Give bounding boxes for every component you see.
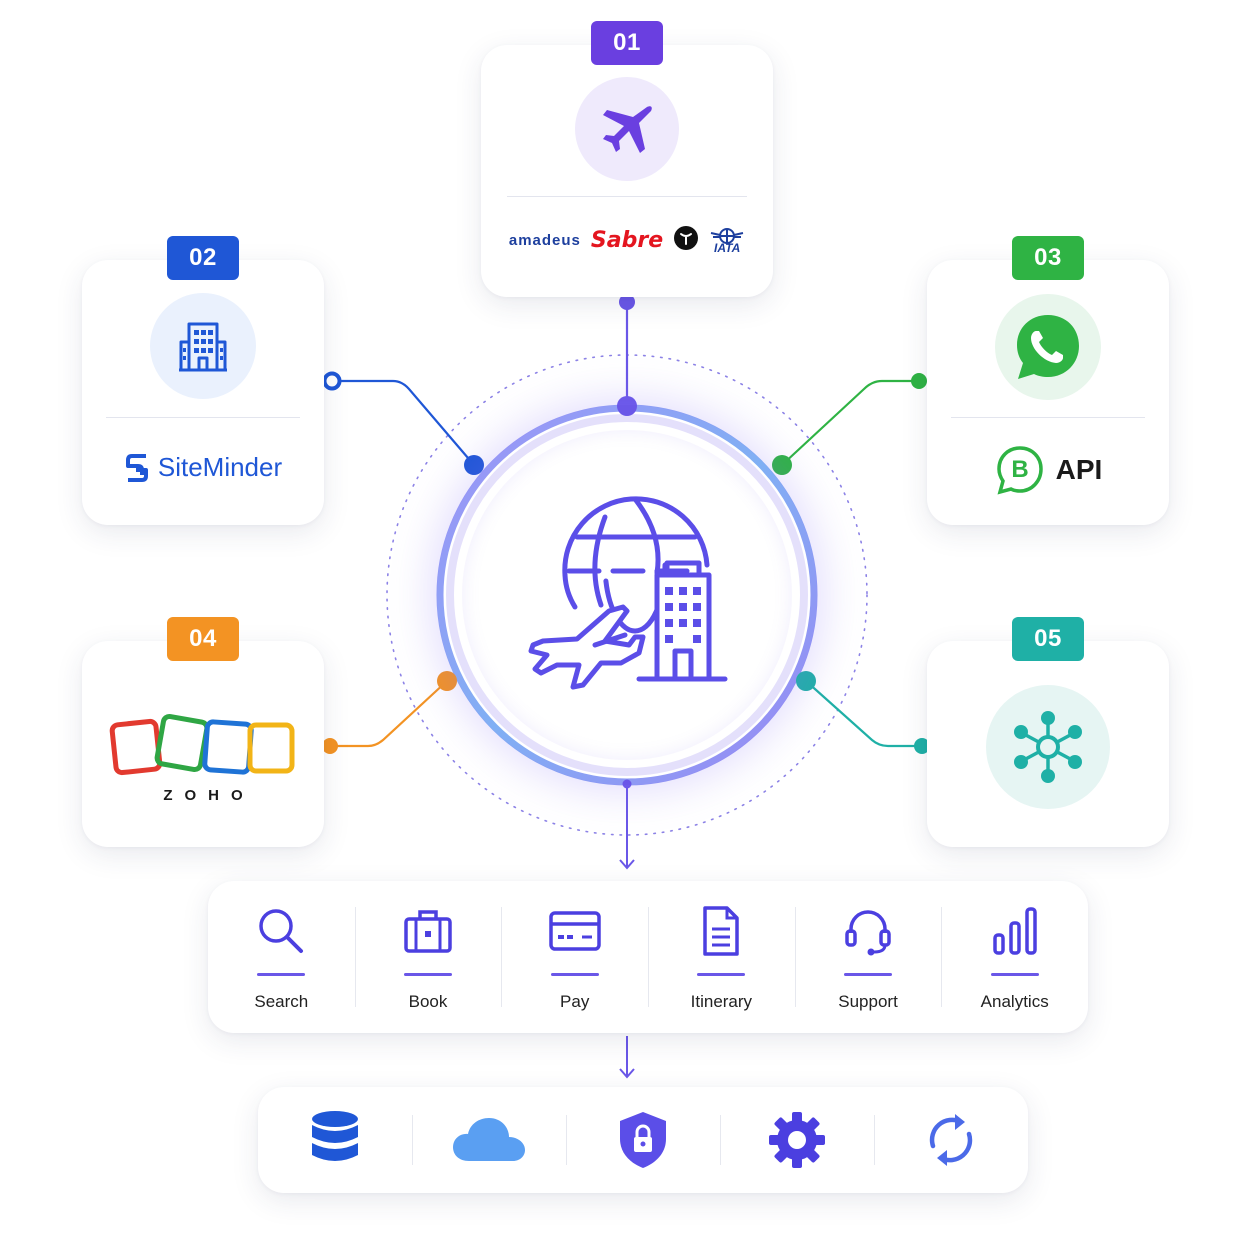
- integration-card-whatsapp: 03 B API: [927, 236, 1169, 525]
- database-icon: [312, 1111, 358, 1161]
- headset-icon: [842, 906, 894, 956]
- card-divider: [507, 196, 747, 197]
- integration-card-network: 05: [927, 617, 1169, 847]
- feature-label: Analytics: [980, 992, 1049, 1011]
- briefcase-icon: [402, 906, 454, 956]
- shield-lock-icon: [620, 1112, 666, 1168]
- infrastructure-bar: [258, 1087, 1028, 1193]
- gear-icon: [769, 1112, 825, 1168]
- siteminder-mark-icon: [125, 453, 148, 482]
- feature-label: Book: [408, 992, 448, 1011]
- arrow-hub-to-features: [619, 779, 635, 870]
- infra-sync: [874, 1087, 1028, 1193]
- feature-label: Pay: [560, 992, 590, 1011]
- card-number-badge: 02: [167, 236, 239, 280]
- connector-04: [322, 671, 457, 754]
- infra-database: [258, 1087, 412, 1193]
- feature-label: Support: [838, 992, 898, 1011]
- card-number-badge: 05: [1012, 617, 1084, 661]
- globe-plane-hotel-icon: [528, 496, 728, 690]
- feature-underline: [404, 973, 452, 976]
- connector-01: [617, 294, 637, 416]
- search-icon: [255, 906, 307, 956]
- iata-text: IATA: [714, 241, 741, 255]
- card-number-badge: 03: [1012, 236, 1084, 280]
- central-hub: [462, 430, 792, 760]
- infra-security: [566, 1087, 720, 1193]
- card-icon: [548, 906, 602, 956]
- airplane-icon: [575, 77, 679, 181]
- whatsapp-icon: [995, 294, 1101, 400]
- infra-cloud: [412, 1087, 566, 1193]
- connector-03: [772, 373, 927, 475]
- feature-search[interactable]: Search: [208, 881, 355, 1033]
- feature-support[interactable]: Support: [794, 881, 942, 1033]
- connector-02: [322, 371, 484, 475]
- feature-itinerary[interactable]: Itinerary: [648, 881, 795, 1033]
- card-number-badge: 01: [591, 21, 663, 65]
- amadeus-logo: amadeus: [508, 232, 581, 249]
- connector-05: [796, 671, 930, 754]
- hub-ring-inner: [446, 414, 808, 776]
- hotel-building-icon: [150, 293, 256, 399]
- iata-globe-icon: [710, 228, 744, 244]
- feature-label: Search: [254, 992, 309, 1011]
- bar-chart-icon: [991, 906, 1039, 956]
- infra-settings: [720, 1087, 874, 1193]
- integration-card-zoho: 04 ZOHO: [82, 617, 324, 847]
- integration-card-hotel: 02 SiteMinder: [82, 236, 324, 525]
- feature-underline: [257, 973, 306, 976]
- whatsapp-business-api-logo: B API: [927, 444, 1169, 496]
- svg-text:B: B: [1011, 456, 1028, 483]
- travelport-logo-icon: [673, 225, 699, 256]
- card-divider: [951, 417, 1145, 418]
- integration-card-gds: 01 amadeus Sabre IATA: [481, 21, 773, 297]
- zoho-text: ZOHO: [163, 787, 255, 804]
- feature-underline: [990, 973, 1039, 976]
- features-bar: Search Book Pay Itinerary Support Analyt: [208, 881, 1088, 1033]
- zoho-logo-icon: [109, 713, 295, 776]
- feature-underline: [550, 973, 599, 976]
- api-text: API: [1055, 454, 1103, 485]
- siteminder-text: SiteMinder: [157, 452, 283, 482]
- feature-pay[interactable]: Pay: [501, 881, 648, 1033]
- feature-underline: [697, 973, 746, 976]
- gds-logos: amadeus Sabre IATA: [481, 225, 773, 256]
- feature-analytics[interactable]: Analytics: [941, 881, 1088, 1033]
- card-number-badge: 04: [167, 617, 239, 661]
- whatsapp-business-icon: B: [996, 446, 1043, 495]
- sync-icon: [929, 1114, 973, 1166]
- document-icon: [699, 906, 743, 956]
- feature-underline: [844, 973, 893, 976]
- card-divider: [106, 417, 300, 418]
- network-hub-icon: [986, 685, 1110, 809]
- feature-label: Itinerary: [690, 992, 753, 1011]
- iata-logo: IATA: [709, 226, 745, 255]
- cloud-icon: [453, 1118, 525, 1161]
- arrow-features-to-infra: [619, 1036, 635, 1079]
- feature-book[interactable]: Book: [354, 881, 502, 1033]
- sabre-logo: Sabre: [590, 228, 664, 253]
- siteminder-logo: SiteMinder: [82, 452, 324, 483]
